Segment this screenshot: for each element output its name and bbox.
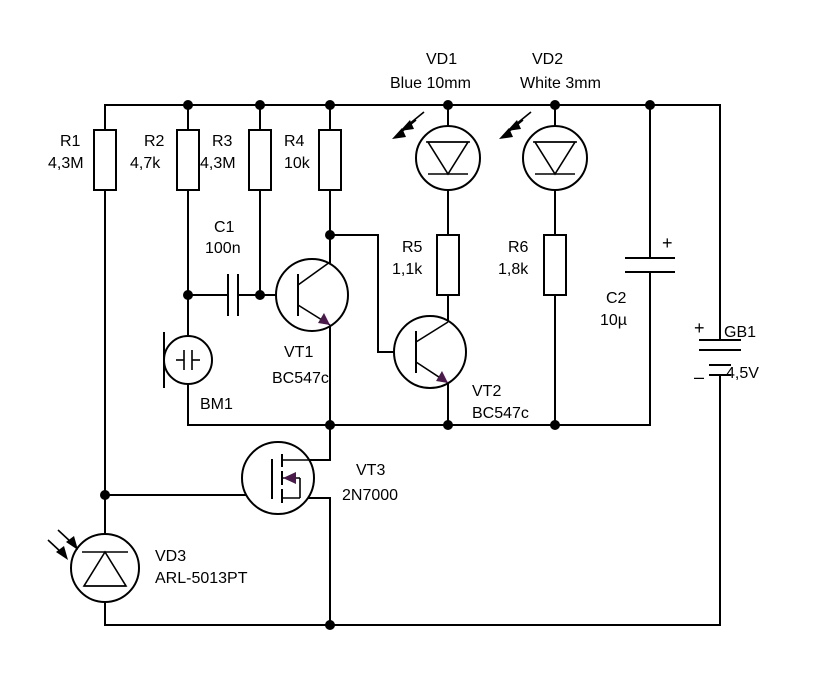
c2-value: 10µ — [600, 312, 627, 329]
vd1-value: Blue 10mm — [390, 75, 471, 92]
junction-dot — [100, 490, 110, 500]
junction-dot — [325, 420, 335, 430]
mosfet-vt3: VT3 2N7000 — [241, 441, 398, 515]
vd1-ref: VD1 — [426, 51, 457, 68]
r6-ref: R6 — [508, 239, 529, 256]
r1-value: 4,3M — [48, 155, 84, 172]
c1-ref: C1 — [214, 219, 235, 236]
gb1-value: 4,5V — [726, 365, 759, 382]
r6-value: 1,8k — [498, 261, 529, 278]
resistor-r5: R5 1,1k — [392, 234, 460, 296]
resistor-r1: R1 4,3M — [48, 129, 117, 191]
capacitor-c1: C1 100n — [205, 219, 241, 316]
junction-dot — [443, 420, 453, 430]
photodiode-vd3: VD3 ARL-5013PT — [47, 529, 248, 603]
transistor-vt2: VT2 BC547c — [393, 315, 529, 422]
r2-ref: R2 — [144, 133, 165, 150]
r4-ref: R4 — [284, 133, 305, 150]
capacitor-c2: + C2 10µ — [600, 233, 675, 329]
gb1-minus-sign: – — [694, 367, 704, 387]
junction-dot — [325, 620, 335, 630]
r5-value: 1,1k — [392, 261, 423, 278]
junction-dot — [325, 230, 335, 240]
battery-gb1: + – GB1 4,5V — [694, 318, 759, 387]
r2-value: 4,7k — [130, 155, 161, 172]
c2-plus-sign: + — [662, 233, 673, 253]
vt2-value: BC547c — [472, 405, 529, 422]
junction-dot — [550, 420, 560, 430]
c1-value: 100n — [205, 240, 241, 257]
vd3-ref: VD3 — [155, 548, 186, 565]
junction-dot — [255, 290, 265, 300]
vt3-value: 2N7000 — [342, 487, 398, 504]
r1-ref: R1 — [60, 133, 81, 150]
junction-dot — [443, 100, 453, 110]
vd2-value: White 3mm — [520, 75, 601, 92]
gb1-ref: GB1 — [724, 324, 756, 341]
r3-value: 4,3M — [200, 155, 236, 172]
resistor-r2: R2 4,7k — [130, 129, 200, 191]
junction-dot — [550, 100, 560, 110]
junction-dot — [183, 290, 193, 300]
r4-value: 10k — [284, 155, 311, 172]
r5-ref: R5 — [402, 239, 423, 256]
vt1-ref: VT1 — [284, 344, 313, 361]
junction-dot — [325, 100, 335, 110]
vt3-ref: VT3 — [356, 462, 385, 479]
wires — [104, 104, 721, 626]
microphone-bm1: BM1 — [163, 332, 233, 413]
transistor-vt1: VT1 BC547c — [272, 258, 349, 387]
vd3-value: ARL-5013PT — [155, 570, 248, 587]
resistor-r3: R3 4,3M — [200, 129, 272, 191]
led-vd2: VD2 White 3mm — [499, 51, 601, 191]
gb1-plus-sign: + — [694, 318, 705, 338]
bm1-ref: BM1 — [200, 396, 233, 413]
junction-dot — [255, 100, 265, 110]
r3-ref: R3 — [212, 133, 233, 150]
vt1-value: BC547c — [272, 370, 329, 387]
c2-ref: C2 — [606, 290, 627, 307]
vd2-ref: VD2 — [532, 51, 563, 68]
junction-dot — [645, 100, 655, 110]
junctions — [100, 100, 655, 630]
resistor-r6: R6 1,8k — [498, 234, 567, 296]
junction-dot — [183, 100, 193, 110]
vt2-ref: VT2 — [472, 383, 501, 400]
led-vd1: VD1 Blue 10mm — [390, 51, 481, 191]
resistor-r4: R4 10k — [284, 129, 342, 191]
